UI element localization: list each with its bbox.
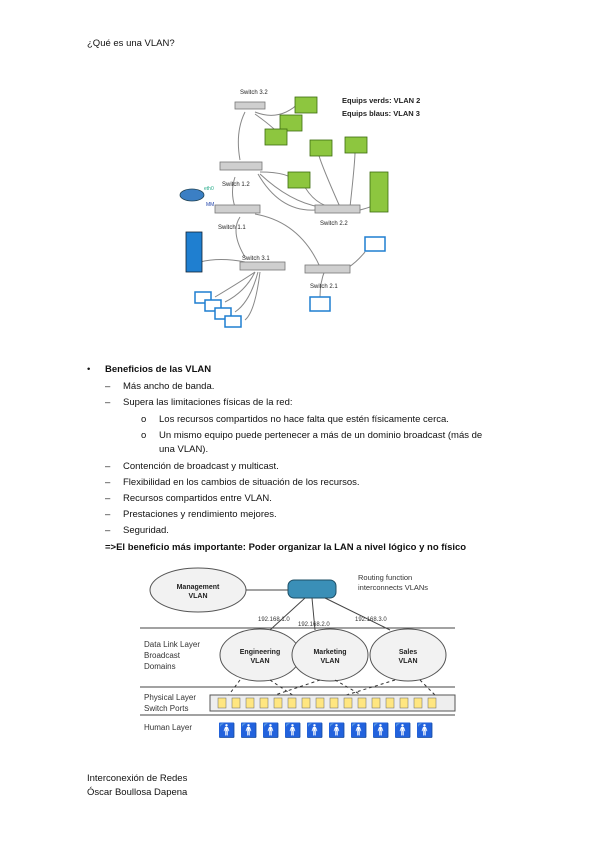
- network-diagram: Switch 3.2 Switch 1.2 Switch 1.1 Switch …: [179, 90, 420, 328]
- cloud-label: Engineering: [240, 649, 280, 656]
- cloud-label: Marketing: [313, 649, 346, 656]
- svg-text:🚹: 🚹: [306, 722, 323, 739]
- cloud-label: VLAN: [398, 658, 417, 665]
- switch-icon: [219, 161, 263, 171]
- laptop-icon: [309, 296, 331, 312]
- list-item: Flexibilidad en los cambios de situación…: [123, 477, 360, 488]
- list-item: Más ancho de banda.: [123, 381, 215, 392]
- dash-icon: –: [105, 397, 111, 408]
- server-icon: [369, 171, 389, 213]
- dash-icon: –: [105, 493, 111, 504]
- router-icon: [179, 188, 205, 202]
- switch-label: Switch 1.1: [218, 225, 246, 231]
- ip-label: 192.168.1.0: [258, 617, 290, 623]
- dash-icon: –: [105, 509, 111, 520]
- switch-label: Switch 3.2: [240, 90, 268, 96]
- conclusion: =>El beneficio más importante: Poder org…: [105, 542, 467, 553]
- switch-label: Switch 2.2: [320, 221, 348, 227]
- people-icons: 🚹 🚹 🚹 🚹 🚹 🚹 🚹 🚹 🚹 🚹: [218, 722, 433, 739]
- laptop-icon: [204, 299, 222, 312]
- switch-icon: [239, 261, 286, 271]
- router-icon: [287, 579, 337, 599]
- computer-icon: [279, 114, 303, 132]
- list-subitem: Los recursos compartidos no hace falta q…: [159, 414, 449, 425]
- svg-text:🚹: 🚹: [284, 722, 301, 739]
- circle-bullet-icon: o: [141, 414, 147, 425]
- server-icon: [185, 231, 203, 273]
- list-item: Contención de broadcast y multicast.: [123, 461, 279, 472]
- legend-green: Equips verds: VLAN 2: [342, 96, 420, 105]
- layer-label: Domains: [144, 662, 176, 671]
- switch-label: Switch 2.1: [310, 284, 338, 290]
- laptop-icon: [224, 315, 242, 328]
- svg-text:🚹: 🚹: [372, 722, 389, 739]
- computer-icon: [344, 136, 368, 154]
- ip-label: 192.168.3.0: [355, 617, 387, 623]
- svg-text:🚹: 🚹: [240, 722, 257, 739]
- switch-label: Switch 3.1: [242, 256, 270, 262]
- legend-blue: Equips blaus: VLAN 3: [342, 109, 420, 118]
- footer-course: Interconexión de Redes: [87, 773, 188, 784]
- list-item: Seguridad.: [123, 525, 169, 536]
- computer-icon: [309, 139, 333, 157]
- switch-icon: [234, 101, 266, 110]
- routing-label: Routing function: [358, 573, 412, 582]
- cloud-label: Sales: [399, 649, 417, 656]
- list-item: Prestaciones y rendimiento mejores.: [123, 509, 277, 520]
- list-item: Recursos compartidos entre VLAN.: [123, 493, 272, 504]
- cloud-label: Management: [177, 584, 220, 591]
- ip-label: 192.168.2.0: [298, 622, 330, 628]
- circle-bullet-icon: o: [141, 430, 147, 441]
- svg-text:🚹: 🚹: [328, 722, 345, 739]
- routing-label: interconnects VLANs: [358, 583, 428, 592]
- svg-text:🚹: 🚹: [218, 722, 235, 739]
- benefits-heading: Beneficios de las VLAN: [105, 364, 212, 375]
- layer-label: Switch Ports: [144, 704, 188, 713]
- computer-icon: [287, 171, 311, 189]
- cloud-icon: [291, 628, 369, 682]
- svg-text:🚹: 🚹: [416, 722, 433, 739]
- router-label: MM: [206, 202, 214, 208]
- svg-text:🚹: 🚹: [394, 722, 411, 739]
- layer-label: Broadcast: [144, 651, 181, 660]
- cloud-label: VLAN: [188, 593, 207, 600]
- list-subitem-cont: una VLAN).: [159, 444, 209, 455]
- dash-icon: –: [105, 525, 111, 536]
- vlan-layers-diagram: 🚹 🚹 🚹 🚹 🚹 🚹 🚹 🚹 🚹 🚹 Management VLAN Engineerin…: [140, 567, 456, 739]
- laptop-icon: [194, 291, 212, 304]
- switch-icon: [214, 204, 261, 214]
- footer: Interconexión de Redes Óscar Boullosa Da…: [87, 772, 187, 800]
- laptop-icon: [214, 307, 232, 320]
- footer-author: Óscar Boullosa Dapena: [87, 787, 188, 798]
- switch-label: Switch 1.2: [222, 182, 250, 188]
- computer-icon: [264, 128, 288, 146]
- cloud-label: VLAN: [250, 658, 269, 665]
- dash-icon: –: [105, 461, 111, 472]
- svg-text:🚹: 🚹: [350, 722, 367, 739]
- layer-label: Human Layer: [144, 723, 192, 732]
- layer-label: Data Link Layer: [144, 640, 200, 649]
- computer-icon: [294, 96, 318, 114]
- svg-text:🚹: 🚹: [262, 722, 279, 739]
- cloud-label: VLAN: [320, 658, 339, 665]
- switch-icon: [314, 204, 361, 214]
- dash-icon: –: [105, 381, 111, 392]
- router-label: eth0: [204, 186, 214, 192]
- cloud-icon: [369, 628, 447, 682]
- dash-icon: –: [105, 477, 111, 488]
- page-title: ¿Qué es una VLAN?: [87, 38, 175, 49]
- bullet-icon: •: [87, 364, 91, 375]
- switch-icon: [304, 264, 351, 274]
- list-subitem: Un mismo equipo puede pertenecer a más d…: [159, 430, 483, 441]
- laptop-icon: [364, 236, 386, 252]
- layer-label: Physical Layer: [144, 693, 196, 702]
- list-item: Supera las limitaciones físicas de la re…: [123, 397, 293, 408]
